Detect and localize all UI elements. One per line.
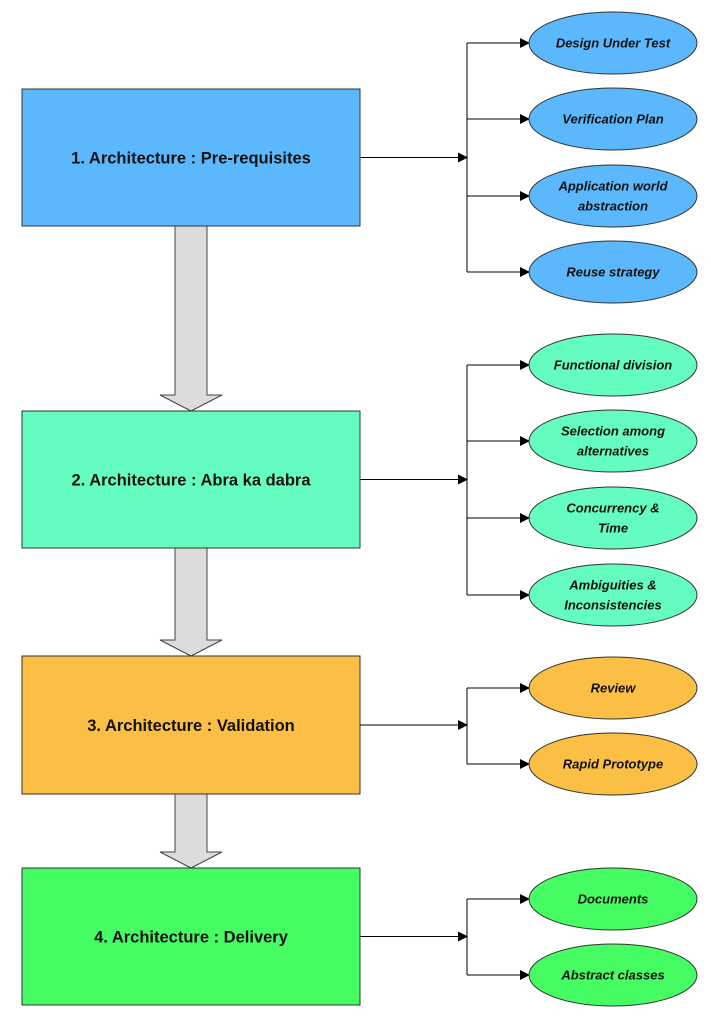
oval-label: Selection among [561, 424, 665, 439]
detail-oval: Review [528, 656, 698, 720]
oval-shape [528, 486, 698, 550]
oval-label: abstraction [578, 199, 648, 214]
oval-shape [528, 87, 698, 151]
oval-label: Concurrency & [566, 501, 659, 516]
oval-shape [528, 732, 698, 796]
oval-label: Application world [557, 179, 668, 194]
oval-label: Documents [578, 892, 649, 907]
detail-oval: Ambiguities & Inconsistencies [528, 563, 698, 627]
oval-label: Review [591, 681, 637, 696]
oval-label: alternatives [577, 444, 649, 459]
stage-2: 2. Architecture : Abra ka dabra Functiona… [21, 333, 698, 627]
detail-oval: Verification Plan [528, 87, 698, 151]
oval-label: Reuse strategy [566, 265, 660, 280]
detail-oval: Reuse strategy [528, 240, 698, 304]
detail-oval: Functional division [528, 333, 698, 397]
oval-shape [528, 333, 698, 397]
oval-label: Functional division [554, 358, 673, 373]
stage-title-3: 3. Architecture : Validation [87, 717, 295, 735]
oval-shape [528, 240, 698, 304]
detail-oval: Selection among alternatives [528, 409, 698, 473]
oval-label: Abstract classes [560, 968, 664, 983]
stage-1: 1. Architecture : Pre-requisites Design U… [21, 11, 698, 304]
detail-oval: Design Under Test [528, 11, 698, 75]
flow-arrow-1-to-2 [159, 225, 223, 412]
detail-oval: Concurrency & Time [528, 486, 698, 550]
oval-shape [528, 11, 698, 75]
flow-arrow-3-to-4 [159, 793, 223, 869]
oval-shape [528, 563, 698, 627]
oval-label: Time [598, 521, 628, 536]
oval-shape [528, 943, 698, 1007]
oval-label: Ambiguities & [568, 578, 656, 593]
oval-label: Inconsistencies [564, 598, 662, 613]
detail-oval: Documents [528, 867, 698, 931]
detail-oval: Application world abstraction [528, 164, 698, 228]
stage-title-2: 2. Architecture : Abra ka dabra [71, 472, 311, 490]
stage-box-1 [21, 88, 361, 227]
stage-3: 3. Architecture : Validation ReviewRapid … [21, 655, 698, 796]
detail-oval: Rapid Prototype [528, 732, 698, 796]
oval-label: Rapid Prototype [563, 757, 663, 772]
detail-oval: Abstract classes [528, 943, 698, 1007]
oval-shape [528, 656, 698, 720]
oval-shape [528, 164, 698, 228]
stage-title-1: 1. Architecture : Pre-requisites [71, 150, 311, 168]
oval-shape [528, 409, 698, 473]
oval-shape [528, 867, 698, 931]
stage-title-4: 4. Architecture : Delivery [94, 929, 289, 947]
oval-label: Design Under Test [556, 36, 671, 51]
stage-box-3 [21, 655, 361, 795]
stage-4: 4. Architecture : Delivery DocumentsAbstr… [21, 867, 698, 1007]
oval-label: Verification Plan [562, 112, 663, 127]
flow-arrow-2-to-3 [159, 547, 223, 657]
